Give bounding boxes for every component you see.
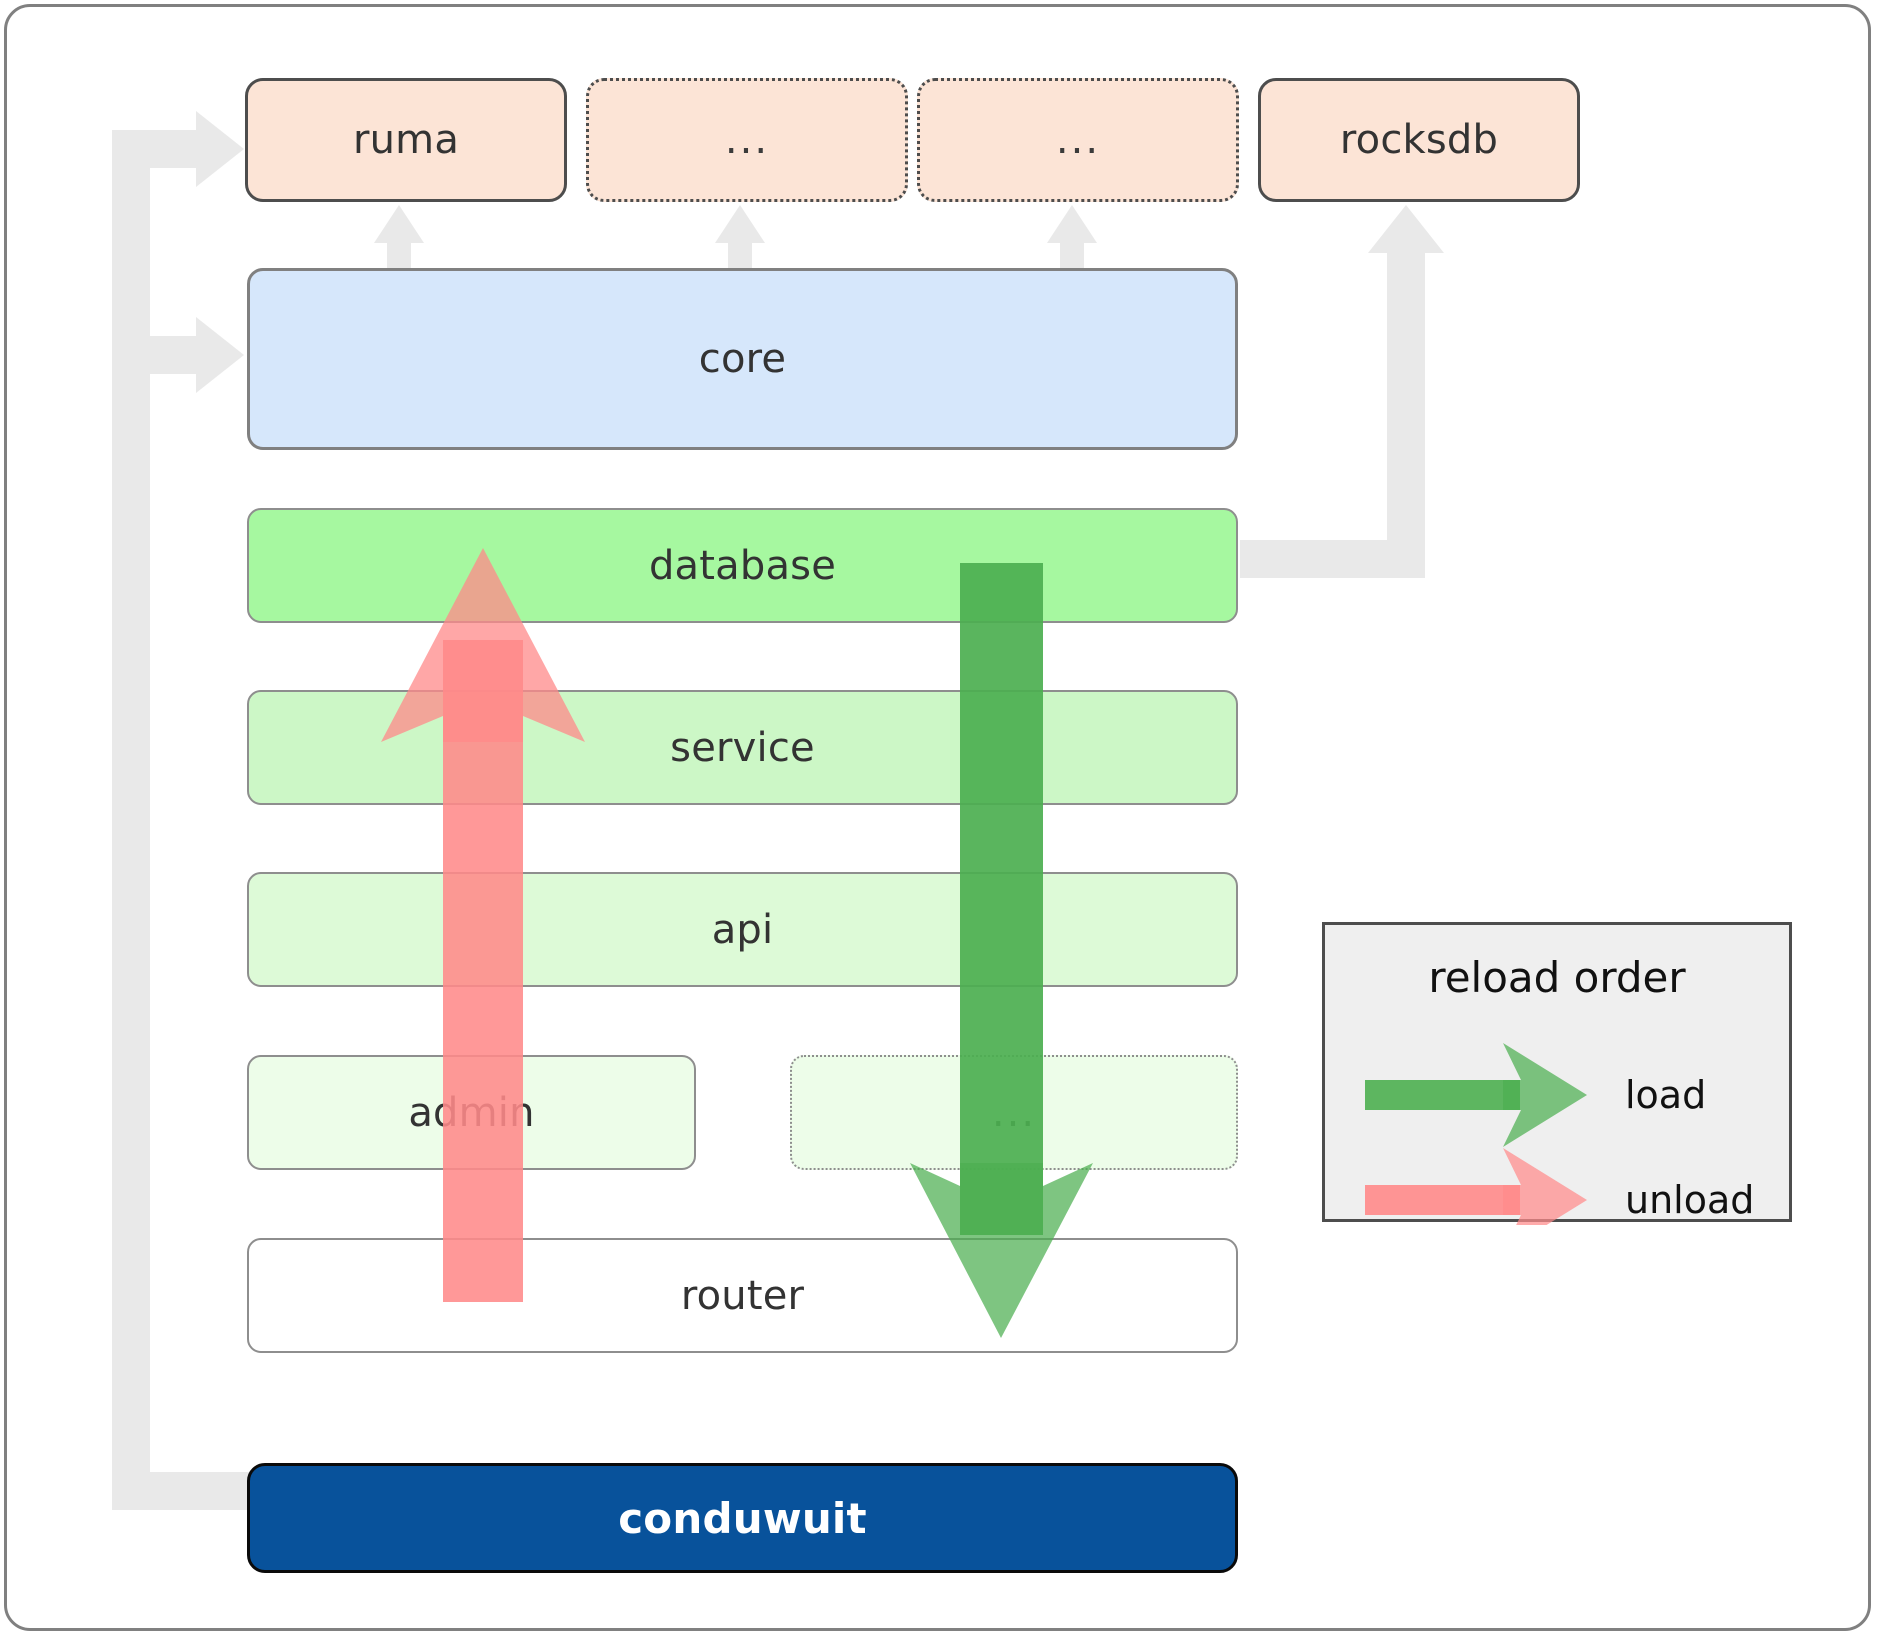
layer-label-database: database: [648, 542, 837, 589]
connector-core-to-ruma-arrowhead: [374, 205, 424, 243]
legend-unload-arrow-icon: [1365, 1148, 1587, 1225]
dep-box-dep3[interactable]: ...: [917, 78, 1239, 202]
connector-to-conduwuit-stem: [112, 1472, 252, 1510]
application-label-conduwuit: conduwuit: [618, 1493, 867, 1543]
layer-label-api: api: [711, 906, 774, 953]
legend-label-unload: unload: [1625, 1178, 1755, 1222]
layer-label-service: service: [670, 724, 815, 771]
connector-to-core-stem: [112, 336, 212, 374]
legend-title: reload order: [1428, 953, 1686, 1002]
layer-box-admin[interactable]: admin: [247, 1055, 696, 1170]
connector-core-to-dep2-arrowhead: [715, 205, 765, 243]
layer-label-more: ...: [991, 1089, 1037, 1136]
dep-box-ruma[interactable]: ruma: [245, 78, 567, 202]
dep-label-dep3: ...: [1055, 117, 1101, 163]
application-box-conduwuit[interactable]: conduwuit: [247, 1463, 1238, 1573]
dep-box-dep2[interactable]: ...: [586, 78, 908, 202]
legend-load-arrow-icon: [1365, 1043, 1587, 1147]
connector-to-rocksdb-arrowhead: [1368, 205, 1444, 253]
connector-core-to-dep3-arrowhead: [1047, 205, 1097, 243]
layer-box-api[interactable]: api: [247, 872, 1238, 987]
connector-to-ruma-stem: [112, 130, 212, 168]
connector-database-to-rocksdb-vertical: [1387, 250, 1425, 578]
dep-label-ruma: ruma: [352, 117, 460, 163]
connector-to-core-arrowhead: [196, 317, 244, 393]
layer-label-router: router: [680, 1272, 805, 1319]
legend-arrow-icons: [1365, 1043, 1587, 1225]
dep-box-rocksdb[interactable]: rocksdb: [1258, 78, 1580, 202]
layer-box-service[interactable]: service: [247, 690, 1238, 805]
legend-panel: reload order load unload: [1322, 922, 1792, 1225]
layer-label-admin: admin: [408, 1089, 535, 1136]
connector-to-ruma-arrowhead: [196, 111, 244, 187]
diagram-frame: [4, 4, 1871, 1631]
layer-box-core[interactable]: core: [247, 268, 1238, 450]
dep-label-dep2: ...: [724, 117, 770, 163]
legend-label-load: load: [1625, 1073, 1707, 1117]
layer-label-core: core: [698, 336, 787, 382]
layer-box-more[interactable]: ...: [790, 1055, 1238, 1170]
dep-label-rocksdb: rocksdb: [1339, 117, 1499, 163]
layer-box-router[interactable]: router: [247, 1238, 1238, 1353]
layer-box-database[interactable]: database: [247, 508, 1238, 623]
